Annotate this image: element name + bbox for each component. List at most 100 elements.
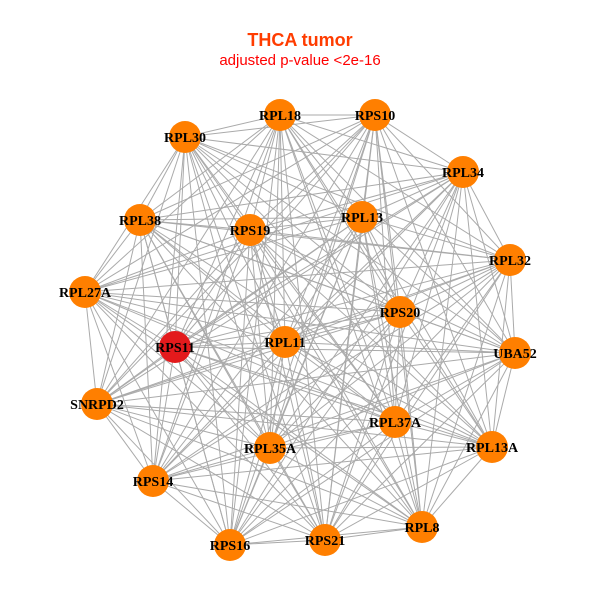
node-rps16[interactable]: RPS16 (210, 529, 250, 561)
edge-RPL18-RPL32 (279, 114, 511, 261)
edge-RPL34-RPL37A (394, 171, 464, 423)
node-snrpd2[interactable]: SNRPD2 (70, 388, 124, 420)
edge-RPS11-RPL13A (174, 346, 493, 448)
edge-RPL37A-RPL13A (394, 421, 493, 448)
node-rps21[interactable]: RPS21 (305, 524, 345, 556)
node-uba52[interactable]: UBA52 (493, 337, 537, 369)
node-rpl11[interactable]: RPL11 (264, 326, 306, 358)
edge-RPS10-RPL32 (374, 114, 511, 261)
edge-RPL13-RPS20 (361, 216, 401, 313)
edge-RPL13-RPL8 (361, 216, 423, 528)
edge-RPL27A-RPS20 (84, 291, 401, 313)
node-circle (69, 276, 101, 308)
node-label: RPL27A (59, 286, 112, 301)
edge-RPL34-RPL38 (139, 171, 464, 221)
edge-RPS19-SNRPD2 (96, 229, 251, 405)
edge-RPS14-RPS21 (152, 480, 326, 541)
edge-RPS11-UBA52 (174, 346, 516, 354)
edge-RPL30-RPL37A (184, 136, 396, 423)
edge-RPL30-RPL13 (184, 136, 363, 218)
node-circle (379, 406, 411, 438)
node-rpl13a[interactable]: RPL13A (466, 431, 519, 463)
edge-RPS10-RPL34 (374, 114, 464, 173)
edge-RPL18-RPS20 (279, 114, 401, 313)
node-rps10[interactable]: RPS10 (355, 99, 395, 131)
edge-RPL13-RPL11 (284, 216, 363, 343)
node-rpl38[interactable]: RPL38 (119, 204, 161, 236)
node-rps20[interactable]: RPS20 (380, 296, 420, 328)
edge-RPL35A-RPS21 (269, 447, 326, 541)
edge-SNRPD2-RPS21 (96, 403, 326, 541)
edge-RPS19-RPL35A (249, 229, 271, 449)
edge-RPS11-SNRPD2 (96, 346, 176, 405)
edge-RPL18-RPL37A (279, 114, 396, 423)
figure-subtitle: adjusted p-value <2e-16 (219, 52, 381, 69)
node-rpl34[interactable]: RPL34 (442, 156, 484, 188)
edge-RPL34-RPL11 (284, 171, 464, 343)
node-rps11[interactable]: RPS11 (155, 331, 195, 363)
node-label: RPL37A (369, 416, 422, 431)
edge-RPL38-RPL11 (139, 219, 286, 343)
edge-RPS11-RPL11 (174, 341, 286, 348)
node-circle (476, 431, 508, 463)
edge-RPS19-RPL13A (249, 229, 493, 448)
node-rpl35a[interactable]: RPL35A (244, 432, 297, 464)
node-circle (81, 388, 113, 420)
edge-RPS10-RPS11 (174, 114, 376, 348)
edge-RPL13-RPL37A (361, 216, 396, 423)
node-rpl18[interactable]: RPL18 (259, 99, 301, 131)
edge-RPL27A-UBA52 (84, 291, 516, 354)
edge-RPL30-RPL35A (184, 136, 271, 449)
edge-RPL11-RPL37A (284, 341, 396, 423)
node-rps14[interactable]: RPS14 (133, 465, 173, 497)
edge-RPS20-RPS14 (152, 311, 401, 482)
edge-SNRPD2-RPL35A (96, 403, 271, 449)
edge-RPL30-UBA52 (184, 136, 516, 354)
edge-RPS19-UBA52 (249, 229, 516, 354)
node-rpl32[interactable]: RPL32 (489, 244, 531, 276)
edge-SNRPD2-RPL13A (96, 403, 493, 448)
edge-RPL34-RPL27A (84, 171, 464, 293)
edge-RPL11-RPL13A (284, 341, 493, 448)
edge-RPL34-RPL32 (462, 171, 511, 261)
edge-UBA52-RPS16 (229, 352, 516, 546)
edge-RPL13-RPL32 (361, 216, 511, 261)
edge-RPL13A-RPS14 (152, 446, 493, 482)
node-rpl37a[interactable]: RPL37A (369, 406, 422, 438)
node-circle (254, 432, 286, 464)
edge-RPL35A-RPS14 (152, 447, 271, 482)
edge-RPL34-RPS11 (174, 171, 464, 348)
node-circle (137, 465, 169, 497)
edge-RPL35A-RPS16 (229, 447, 271, 546)
node-label: RPS16 (210, 539, 250, 554)
edge-RPL30-RPL34 (184, 136, 464, 173)
node-label: RPS20 (380, 306, 420, 321)
edge-RPL18-RPS19 (249, 114, 281, 231)
node-rps19[interactable]: RPS19 (230, 214, 270, 246)
edge-RPL27A-SNRPD2 (84, 291, 98, 405)
edge-UBA52-RPL13A (491, 352, 516, 448)
edge-RPL34-RPS19 (249, 171, 464, 231)
edge-UBA52-RPL8 (421, 352, 516, 528)
edge-RPS10-RPS19 (249, 114, 376, 231)
edge-RPL37A-RPL35A (269, 421, 396, 449)
edge-RPS11-RPS14 (152, 346, 176, 482)
node-label: RPL11 (264, 336, 305, 351)
node-rpl30[interactable]: RPL30 (164, 121, 206, 153)
edge-SNRPD2-RPL37A (96, 403, 396, 423)
node-label: RPS10 (355, 109, 395, 124)
node-rpl27a[interactable]: RPL27A (59, 276, 112, 308)
edge-RPL34-RPS20 (399, 171, 464, 313)
edge-UBA52-RPL37A (394, 352, 516, 423)
node-circle (214, 529, 246, 561)
edge-RPL32-SNRPD2 (96, 259, 511, 405)
node-circle (406, 511, 438, 543)
edge-RPS10-RPL27A (84, 114, 376, 293)
edge-UBA52-RPS14 (152, 352, 516, 482)
edge-RPS14-RPS16 (152, 480, 231, 546)
edge-RPS14-RPL8 (152, 480, 423, 528)
edge-RPL13A-RPL35A (269, 446, 493, 449)
edge-RPL13A-RPS16 (229, 446, 493, 546)
node-rpl8[interactable]: RPL8 (405, 511, 440, 543)
node-rpl13[interactable]: RPL13 (341, 201, 383, 233)
